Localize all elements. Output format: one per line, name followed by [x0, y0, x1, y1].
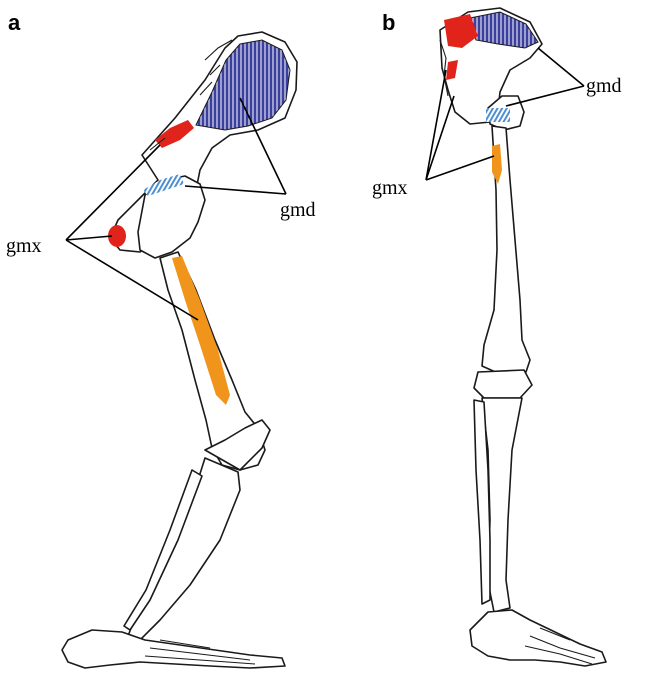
panel-a-letter: a: [8, 10, 21, 35]
label-gmd-a: gmd: [280, 199, 316, 221]
panel-b: b gmd gmx: [372, 8, 622, 666]
panel-a: a gmd gmx: [6, 10, 316, 668]
gluteus-medius-insertion-b: [486, 108, 510, 122]
label-gmx-a: gmx: [6, 235, 42, 257]
foot-b: [470, 610, 606, 666]
knee-b: [474, 370, 532, 398]
femur-shaft-b: [482, 126, 530, 374]
foot-a: [62, 630, 285, 668]
panel-b-letter: b: [382, 10, 395, 35]
label-gmx-b: gmx: [372, 177, 408, 199]
tibia-a: [128, 458, 240, 640]
label-gmd-b: gmd: [586, 75, 622, 97]
